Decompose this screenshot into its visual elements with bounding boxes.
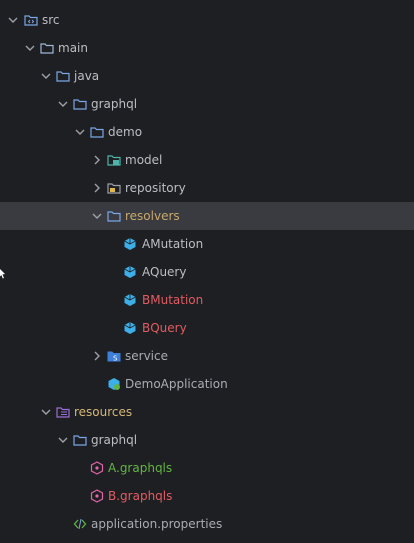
tree-node-service[interactable]: S service xyxy=(0,342,414,370)
graphqls-file-icon xyxy=(90,461,104,475)
source-folder-icon xyxy=(24,15,38,26)
tree-node-b-graphqls[interactable]: B.graphqls xyxy=(0,482,414,510)
service-package-icon: S xyxy=(107,351,121,363)
tree-node-label: graphql xyxy=(91,97,138,111)
chevron-right-icon[interactable] xyxy=(91,182,103,194)
tree-node-label: resources xyxy=(74,405,133,419)
tree-node-bquery[interactable]: BQuery xyxy=(0,314,414,342)
tree-node-resolvers[interactable]: resolvers xyxy=(0,202,414,230)
tree-node-label: model xyxy=(125,153,163,167)
resources-folder-icon xyxy=(56,407,70,418)
chevron-down-icon[interactable] xyxy=(24,42,36,54)
model-package-icon xyxy=(107,155,121,166)
chevron-right-icon[interactable] xyxy=(91,154,103,166)
tree-node-label: service xyxy=(125,349,168,363)
tree-node-label: BQuery xyxy=(142,321,187,335)
repository-package-icon xyxy=(107,183,121,194)
folder-icon xyxy=(56,71,70,82)
folder-icon xyxy=(107,211,121,222)
tree-node-graphql-package[interactable]: graphql xyxy=(0,90,414,118)
spring-app-icon xyxy=(108,378,120,390)
tree-node-application-properties[interactable]: application.properties xyxy=(0,510,414,538)
tree-node-demo[interactable]: demo xyxy=(0,118,414,146)
tree-node-demoapplication[interactable]: DemoApplication xyxy=(0,370,414,398)
tree-node-label: resolvers xyxy=(125,209,180,223)
tree-node-label: AMutation xyxy=(142,237,204,251)
tree-node-label: main xyxy=(58,41,88,55)
tree-node-a-graphqls[interactable]: A.graphqls xyxy=(0,454,414,482)
graphql-class-icon xyxy=(124,322,136,334)
tree-node-label: A.graphqls xyxy=(108,461,173,475)
graphql-class-icon xyxy=(124,238,136,250)
chevron-down-icon[interactable] xyxy=(57,98,69,110)
properties-file-icon xyxy=(73,518,87,530)
tree-node-model[interactable]: model xyxy=(0,146,414,174)
tree-node-label: AQuery xyxy=(142,265,187,279)
graphql-class-icon xyxy=(124,266,136,278)
tree-node-resources[interactable]: resources xyxy=(0,398,414,426)
chevron-down-icon[interactable] xyxy=(40,406,52,418)
folder-icon xyxy=(40,43,54,54)
chevron-down-icon[interactable] xyxy=(40,70,52,82)
svg-text:S: S xyxy=(113,355,118,363)
chevron-down-icon[interactable] xyxy=(74,126,86,138)
tree-node-graphql-folder[interactable]: graphql xyxy=(0,426,414,454)
graphqls-file-icon xyxy=(90,489,104,503)
tree-node-bmutation[interactable]: BMutation xyxy=(0,286,414,314)
tree-node-label: demo xyxy=(108,125,143,139)
tree-node-src[interactable]: src xyxy=(0,6,414,34)
tree-node-amutation[interactable]: AMutation xyxy=(0,230,414,258)
tree-node-label: java xyxy=(74,69,100,83)
chevron-right-icon[interactable] xyxy=(91,350,103,362)
mouse-cursor-icon xyxy=(0,269,5,279)
tree-node-java[interactable]: java xyxy=(0,62,414,90)
tree-node-main[interactable]: main xyxy=(0,34,414,62)
tree-node-repository[interactable]: repository xyxy=(0,174,414,202)
chevron-down-icon[interactable] xyxy=(57,434,69,446)
chevron-down-icon[interactable] xyxy=(7,14,19,26)
project-tree: src main java graphql demo xyxy=(0,6,414,538)
graphql-class-icon xyxy=(124,294,136,306)
chevron-down-icon[interactable] xyxy=(91,210,103,222)
tree-node-label: graphql xyxy=(91,433,138,447)
tree-node-label: BMutation xyxy=(142,293,204,307)
package-folder-icon xyxy=(73,99,87,110)
tree-node-label: DemoApplication xyxy=(125,377,228,391)
tree-node-label: B.graphqls xyxy=(108,489,173,503)
package-folder-icon xyxy=(90,127,104,138)
tree-node-label: repository xyxy=(125,181,186,195)
tree-node-aquery[interactable]: AQuery xyxy=(0,258,414,286)
tree-node-label: application.properties xyxy=(91,517,223,531)
tree-node-label: src xyxy=(42,13,60,27)
folder-icon xyxy=(73,435,87,446)
